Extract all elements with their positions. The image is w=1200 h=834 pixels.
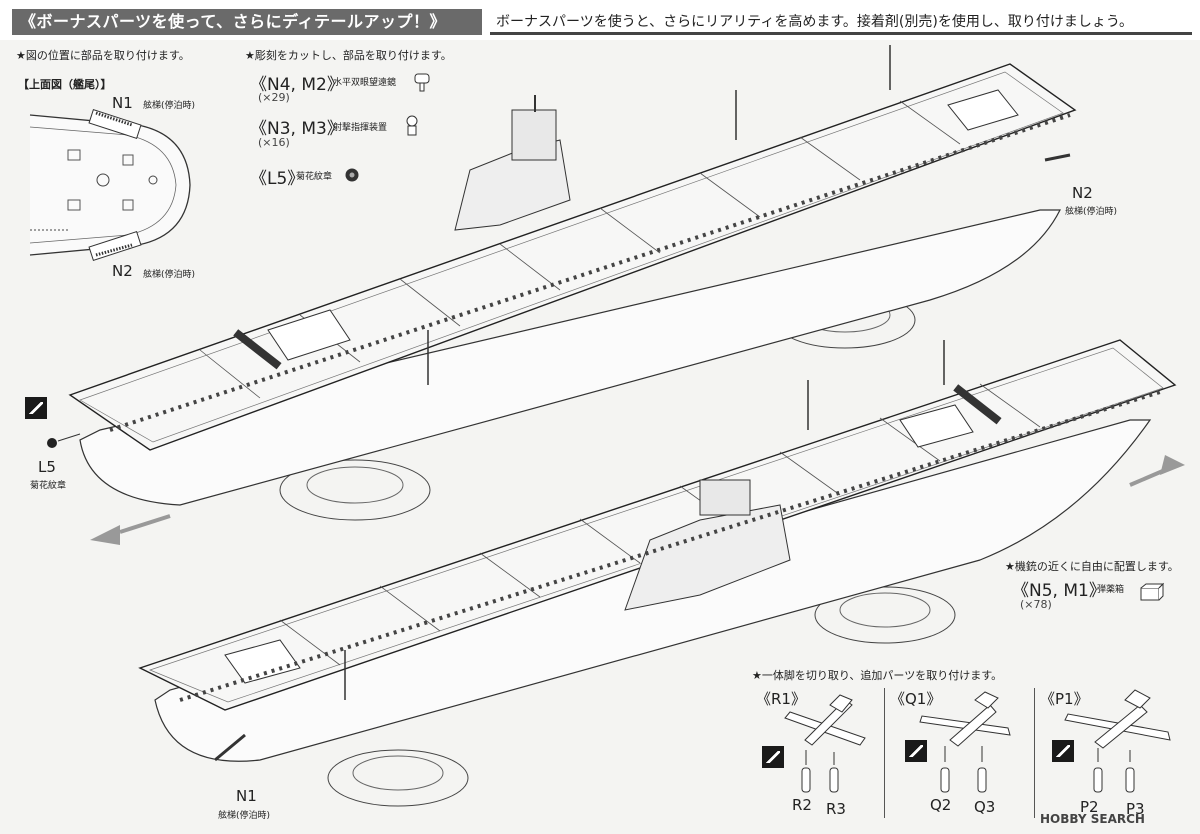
part-q2-label: Q2 (930, 796, 952, 814)
l5-label-ship: L5 (38, 458, 56, 476)
part-n4-m2-count: (×29) (258, 91, 290, 104)
n2-caption-top: 舷梯(停泊時) (143, 270, 196, 280)
part-l5-code: 《L5》 (250, 169, 305, 189)
n2-label-top: N2 (112, 262, 133, 280)
n1-label-ship: N1 (236, 787, 257, 805)
divider-1 (884, 688, 885, 818)
aircraft-p1-title: 《P1》 (1040, 690, 1089, 708)
parts-note: ★彫刻をカットし、部品を取り付けます。 (245, 49, 452, 62)
n2-label-ship: N2 (1072, 184, 1093, 202)
chrysanthemum-part-icon (345, 168, 359, 182)
cut-icon-p1 (1052, 740, 1074, 762)
part-r3-label: R3 (826, 800, 846, 818)
n1-caption-ship: 舷梯(停泊時) (218, 811, 271, 821)
section-title: 《ボーナスパーツを使って、さらにディテールアップ！》 (12, 9, 482, 35)
n1-label-top: N1 (112, 94, 133, 112)
ammo-count: (×78) (1020, 598, 1052, 611)
part-n3-m3-code: 《N3, M3》 (250, 119, 344, 139)
part-l5-name: 菊花紋章 (296, 172, 333, 182)
cut-icon (25, 397, 47, 419)
l5-caption-ship: 菊花紋章 (30, 481, 67, 491)
part-r2-label: R2 (792, 796, 812, 814)
aircraft-r1-title: 《R1》 (756, 690, 806, 708)
cut-icon-q1 (905, 740, 927, 762)
n2-caption-ship: 舷梯(停泊時) (1065, 207, 1118, 217)
part-n3-m3-name: 射撃指揮装置 (333, 123, 388, 133)
ammo-code: 《N5, M1》 (1012, 581, 1106, 601)
left-note: ★図の位置に部品を取り付けます。 (16, 49, 190, 62)
cut-icon-r1 (762, 746, 784, 768)
aircraft-note: ★一体脚を切り取り、追加パーツを取り付けます。 (752, 669, 1003, 682)
ammo-name: 弾薬箱 (1097, 585, 1125, 595)
part-n4-m2-code: 《N4, M2》 (250, 75, 344, 95)
binocular-part-icon (414, 73, 430, 92)
view-label: 【上面図（艦尾）】 (18, 78, 112, 91)
part-n3-m3-count: (×16) (258, 136, 290, 149)
ammo-note: ★機銃の近くに自由に配置します。 (1005, 560, 1179, 573)
part-p2-label: P2 (1080, 798, 1099, 816)
header-bar: 《ボーナスパーツを使って、さらにディテールアップ！》 ボーナスパーツを使うと、さ… (0, 0, 1200, 40)
n1-caption-top: 舷梯(停泊時) (143, 101, 196, 111)
section-description: ボーナスパーツを使うと、さらにリアリティを高めます。接着剤(別売)を使用し、取り… (490, 9, 1192, 35)
watermark-logo: HOBBY SEARCH (1040, 812, 1145, 826)
ammo-box-icon (1140, 582, 1164, 601)
part-q3-label: Q3 (974, 798, 996, 816)
stern-top-view-drawing (29, 108, 191, 262)
director-part-icon (406, 115, 418, 136)
aircraft-q1-title: 《Q1》 (890, 690, 942, 708)
divider-2 (1034, 688, 1035, 818)
part-n4-m2-name: 水平双眼望遠鏡 (333, 78, 397, 88)
part-p3-label: P3 (1126, 800, 1145, 818)
